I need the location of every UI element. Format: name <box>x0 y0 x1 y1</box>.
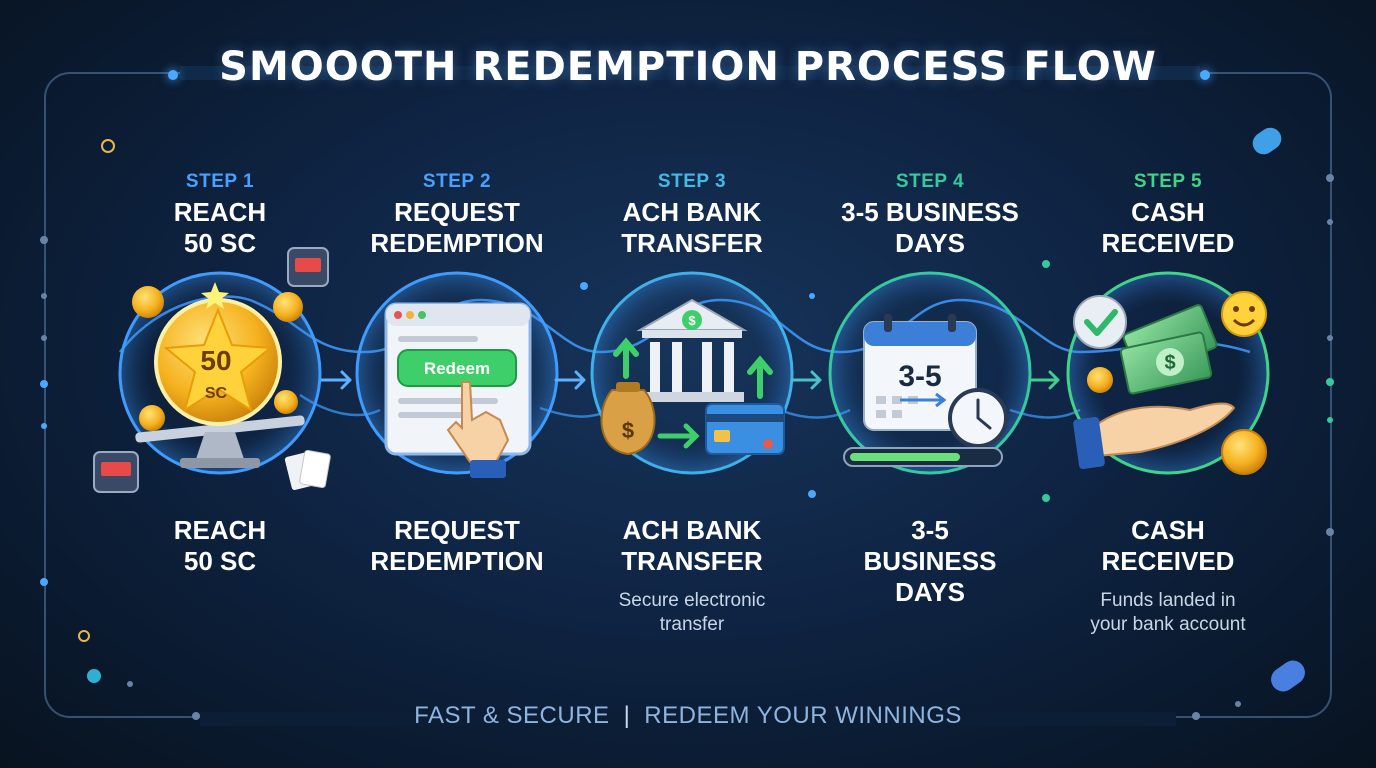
step-title-line: 50 SC <box>183 228 257 258</box>
money-bag-dollar: $ <box>622 418 634 443</box>
bank-dollar-text: $ <box>688 313 696 328</box>
browser-redeem-click-icon: Redeem <box>384 302 532 478</box>
cash-bills-icon: $ <box>1119 304 1218 395</box>
step-bottom-line: TRANSFER <box>621 546 763 576</box>
step-title-line: REQUEST <box>394 197 520 227</box>
calendar-range-text: 3-5 <box>898 360 941 393</box>
redeem-button-text: Redeem <box>424 359 490 378</box>
footer-left: FAST & SECURE <box>414 702 610 729</box>
step-bottom-line: ACH BANK <box>622 515 762 545</box>
playing-cards-icon <box>284 449 331 491</box>
step-bottom-line: DAYS <box>895 577 965 607</box>
cash-dollar-text: $ <box>1164 352 1175 374</box>
step-title: ACH BANK TRANSFER <box>562 197 822 259</box>
step-title-line: REACH <box>173 197 267 227</box>
step-description-line: Secure electronic <box>618 590 766 611</box>
step-description-line: transfer <box>659 614 725 635</box>
flow-arrows <box>320 370 1060 390</box>
step-bottom-line: BUSINESS <box>863 546 997 576</box>
step-bottom-line: CASH <box>1131 515 1205 545</box>
step-title-line: CASH <box>1131 197 1205 227</box>
frame-gap-top <box>180 66 1200 80</box>
step-bottom-title: 3-5 BUSINESS DAYS <box>800 515 1060 608</box>
footer-tagline: FAST & SECURE | REDEEM YOUR WINNINGS <box>0 702 1376 730</box>
step-bottom-title: CASH RECEIVED <box>1038 515 1298 577</box>
step-title: REQUEST REDEMPTION <box>327 197 587 259</box>
step-bottom-line: 3-5 <box>911 515 949 545</box>
step-bottom-line: REACH <box>173 515 267 545</box>
step-label: STEP 3 <box>657 171 727 192</box>
step-description-line: your bank account <box>1090 614 1246 635</box>
step-title-line: RECEIVED <box>1101 228 1235 258</box>
credit-card-icon <box>705 403 785 455</box>
clock-icon <box>948 388 1008 448</box>
footer-right: REDEEM YOUR WINNINGS <box>644 702 962 729</box>
step-description-line: Funds landed in <box>1100 590 1236 611</box>
progress-bar <box>843 447 1003 467</box>
bank-transfer-icon: $ $ <box>600 298 785 456</box>
step-bottom-title: REQUEST REDEMPTION <box>327 515 587 577</box>
step-bottom-title: REACH 50 SC <box>90 515 350 577</box>
step-label: STEP 2 <box>422 171 492 192</box>
smiley-icon <box>1221 291 1267 337</box>
frame-gap-bottom <box>200 712 1176 726</box>
step-title-line: REDEMPTION <box>370 228 544 258</box>
step-bottom-line: REDEMPTION <box>370 546 544 576</box>
step-title-line: DAYS <box>895 228 965 258</box>
open-hand-icon <box>1073 402 1236 470</box>
page-title: SMOOOTH REDEMPTION PROCESS FLOW <box>219 44 1157 90</box>
cash-hand-check-icon: $ <box>1073 291 1267 475</box>
pointer-hand-icon <box>446 381 510 478</box>
step-description: Funds landed in your bank account <box>1038 589 1298 637</box>
checkmark-icon <box>1073 295 1127 349</box>
step-title-line: 3-5 BUSINESS <box>841 197 1019 227</box>
step-title-line: TRANSFER <box>621 228 763 258</box>
step-bottom-line: 50 SC <box>183 546 257 576</box>
star-coin-scale-icon: 50 SC <box>93 247 331 493</box>
step-label: STEP 4 <box>895 171 965 192</box>
decorative-dots <box>40 127 1334 720</box>
calendar-clock-icon: 3-5 <box>843 314 1008 467</box>
step-description: Secure electronic transfer <box>562 589 822 637</box>
coin-unit-text: SC <box>205 385 228 402</box>
step-label: STEP 1 <box>185 171 255 192</box>
footer-separator: | <box>623 702 631 729</box>
step-bottom-line: REQUEST <box>394 515 520 545</box>
step-bottom-title: ACH BANK TRANSFER <box>562 515 822 577</box>
step-title: CASH RECEIVED <box>1038 197 1298 259</box>
connector-wave-lower <box>299 393 1081 419</box>
title-dot-right <box>1200 70 1210 80</box>
coin-value-text: 50 <box>200 345 231 376</box>
step-title: 3-5 BUSINESS DAYS <box>800 197 1060 259</box>
step-title: REACH 50 SC <box>90 197 350 259</box>
step-label: STEP 5 <box>1133 171 1203 192</box>
step-bottom-line: RECEIVED <box>1101 546 1235 576</box>
coin-icon <box>1087 367 1267 475</box>
money-bag-icon: $ <box>600 382 656 456</box>
step-title-line: ACH BANK <box>622 197 762 227</box>
title-dot-left <box>168 70 178 80</box>
